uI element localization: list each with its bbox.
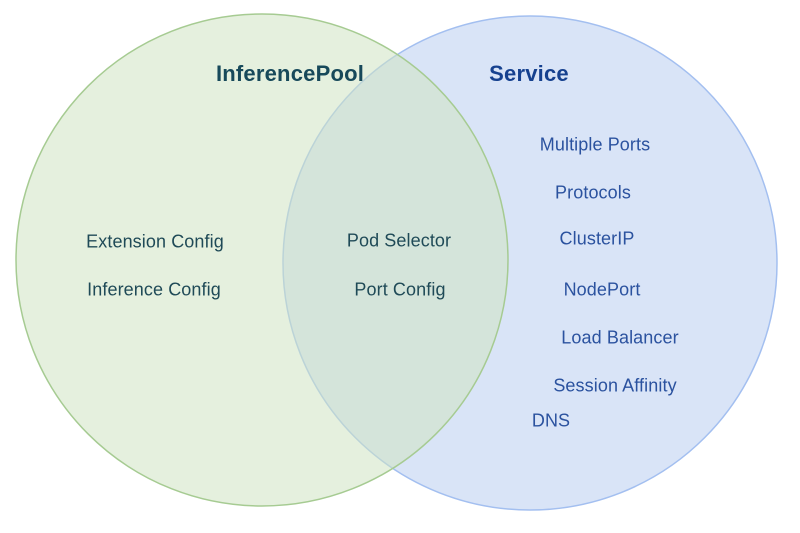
- service-item-nodeport: NodePort: [563, 279, 641, 300]
- inferencepool-circle: [15, 13, 509, 507]
- service-item-session-affinity: Session Affinity: [553, 375, 677, 396]
- inferencepool-item-inference-config: Inference Config: [87, 279, 221, 300]
- service-item-clusterip: ClusterIP: [559, 228, 635, 249]
- service-item-load-balancer: Load Balancer: [561, 327, 679, 348]
- overlap-item-port-config: Port Config: [354, 279, 446, 300]
- inferencepool-title: InferencePool: [215, 61, 365, 86]
- service-title: Service: [489, 61, 569, 86]
- overlap-item-pod-selector: Pod Selector: [346, 230, 452, 251]
- inferencepool-item-extension-config: Extension Config: [86, 231, 224, 252]
- service-item-dns: DNS: [531, 410, 571, 431]
- service-item-multiple-ports: Multiple Ports: [539, 134, 651, 155]
- service-item-protocols: Protocols: [555, 182, 631, 203]
